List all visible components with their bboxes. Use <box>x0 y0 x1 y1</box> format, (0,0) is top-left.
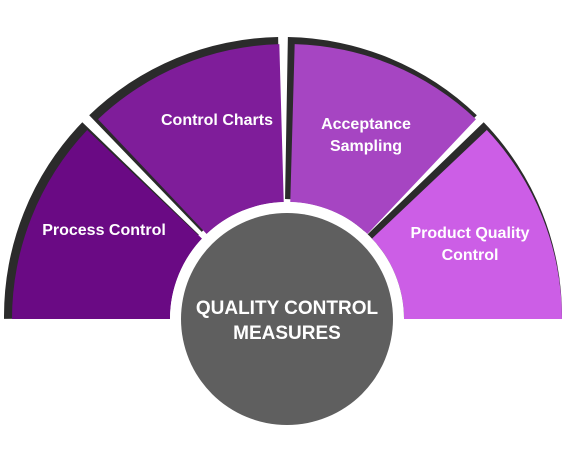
label-acceptance-line1: Acceptance <box>321 116 411 133</box>
segment-product-quality-control <box>372 130 562 319</box>
label-product-quality-line1: Product Quality <box>410 225 529 242</box>
center-circle <box>181 213 393 425</box>
segment-control-charts <box>98 44 284 234</box>
segment-acceptance-sampling <box>290 44 476 234</box>
segments-group <box>12 44 562 319</box>
label-process-control: Process Control <box>42 222 166 239</box>
label-product-quality-line2: Control <box>442 247 499 264</box>
center-title-line1: QUALITY CONTROL <box>196 298 379 319</box>
label-acceptance-line2: Sampling <box>330 138 402 155</box>
segment-process-control <box>12 130 202 319</box>
label-control-charts: Control Charts <box>161 112 273 129</box>
center-title-line2: MEASURES <box>233 323 341 344</box>
